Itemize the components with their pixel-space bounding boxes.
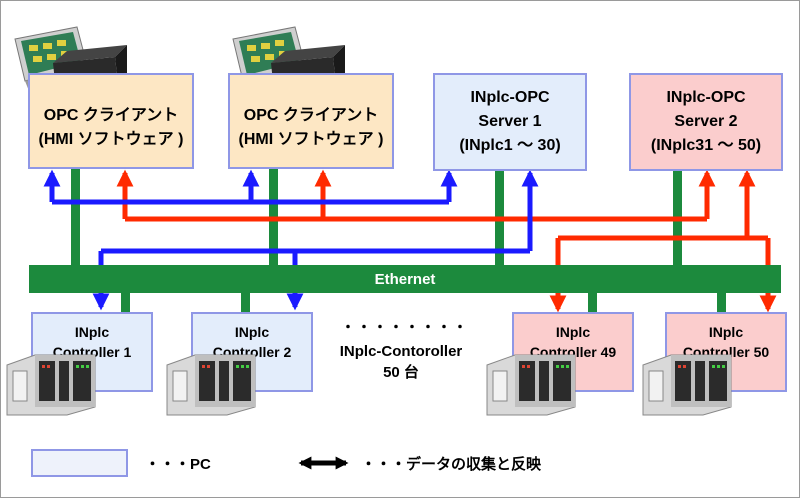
server-2-line1: INplc-OPC xyxy=(666,89,746,106)
ethernet-bus: Ethernet xyxy=(29,265,781,293)
opc-client-2-box: OPC クライアント (HMI ソフトウェア ) xyxy=(228,73,394,169)
controller-2-title: INplc xyxy=(234,324,270,340)
plc-controller-icon xyxy=(486,354,576,416)
controller-1-title: INplc xyxy=(74,324,110,340)
opc-server-1-box: INplc-OPC Server 1 (INplc1 ～ 30) xyxy=(433,73,587,171)
client-1-subtitle: (HMI ソフトウェア ) xyxy=(38,131,184,148)
opc-client-1-box: OPC クライアント (HMI ソフトウェア ) xyxy=(28,73,194,169)
blue-data-flow xyxy=(43,169,539,311)
controller-50-title: INplc xyxy=(708,324,744,340)
plc-controller-icon xyxy=(166,354,256,416)
plc-controller-icon xyxy=(6,354,96,416)
server-1-range: (INplc1 ～ 30) xyxy=(459,137,561,154)
ethernet-label: Ethernet xyxy=(374,270,436,288)
client-1-title: OPC クライアント xyxy=(43,107,179,124)
opc-server-2-box: INplc-OPC Server 2 (INplc31 ～ 50) xyxy=(629,73,783,171)
plc-controller-icon xyxy=(642,354,732,416)
server-2-line2: Server 2 xyxy=(674,113,738,130)
ellipsis-dots: ・・・・・・・・ xyxy=(341,319,469,335)
server-1-line2: Server 1 xyxy=(478,113,542,130)
server-2-range: (INplc31 ～ 50) xyxy=(650,137,762,154)
client-2-title: OPC クライアント xyxy=(243,107,379,124)
controller-49-title: INplc xyxy=(555,324,591,340)
server-1-line1: INplc-OPC xyxy=(470,89,550,106)
controller-count-line1: INplc-Contoroller xyxy=(339,343,463,360)
client-2-subtitle: (HMI ソフトウェア ) xyxy=(238,131,384,148)
legend-arrow-label: ・・・データの収集と反映 xyxy=(361,456,542,473)
controller-count-note: INplc-Contoroller 50 台 xyxy=(311,341,491,383)
controller-count-line2: 50 台 xyxy=(383,364,419,381)
legend-pc-swatch xyxy=(31,449,128,477)
legend-pc-label: ・・・PC xyxy=(145,456,211,473)
